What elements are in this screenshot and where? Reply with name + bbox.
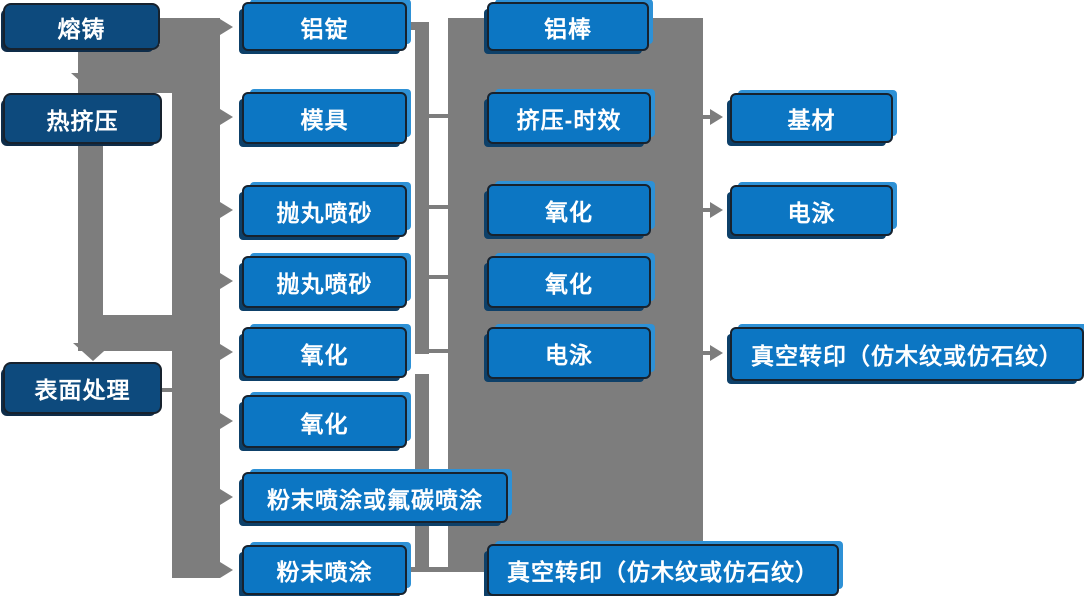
connector-stub-ingot [404, 22, 416, 30]
connector-stub-row4 [429, 275, 448, 279]
arrow-tail-substrate [702, 115, 711, 119]
node-vacuum-transfer-print-1: 真空转印（仿木纹或仿石纹） [487, 544, 839, 596]
arrow-right-ingot-icon [220, 19, 233, 35]
connector-bar-middle-top [415, 22, 429, 354]
node-oxidation-3: 氧化 [487, 184, 651, 236]
arrow-right-shotblast2-icon [220, 273, 233, 289]
arrow-down-to-surface-treatment-icon [73, 343, 113, 361]
arrow-right-shotblast1-icon [220, 202, 233, 218]
connector-surface-link [162, 388, 174, 392]
node-shot-blasting-1: 抛丸喷砂 [242, 185, 407, 237]
node-oxidation-2: 氧化 [242, 395, 407, 448]
arrow-right-mold-icon [220, 109, 233, 125]
arrow-right-electrophoresis-icon [710, 202, 723, 218]
node-vacuum-transfer-print-2: 真空转印（仿木纹或仿石纹） [730, 327, 1084, 381]
arrow-right-vacuum-print-icon [710, 345, 723, 361]
node-electrophoresis-1: 电泳 [487, 327, 651, 379]
arrow-right-powder-icon [220, 562, 233, 578]
node-substrate: 基材 [730, 93, 893, 143]
node-melting-casting: 熔铸 [3, 3, 160, 50]
node-extrusion-aging: 挤压-时效 [487, 92, 651, 144]
arrow-right-oxidation2-icon [220, 413, 233, 429]
arrow-down-to-hot-extrusion-icon [71, 73, 111, 91]
node-mold: 模具 [242, 92, 407, 144]
node-powder-or-fluorocarbon-coating: 粉末喷涂或氟碳喷涂 [242, 472, 508, 523]
connector-stub-bottom [404, 567, 448, 572]
arrow-tail-electrophoresis [702, 208, 711, 212]
arrow-right-oxidation1-icon [220, 344, 233, 360]
node-aluminum-rod: 铝棒 [487, 2, 649, 51]
connector-band-vertical-left [172, 18, 220, 578]
node-shot-blasting-2: 抛丸喷砂 [242, 256, 407, 308]
node-oxidation-1: 氧化 [242, 327, 407, 378]
connector-stub-row2 [429, 114, 448, 118]
connector-stub-row5 [429, 349, 448, 353]
node-powder-coating: 粉末喷涂 [242, 545, 407, 595]
node-aluminum-ingot: 铝锭 [242, 2, 407, 51]
arrow-tail-vacuum-print [702, 351, 711, 355]
arrow-right-powder-fluoro-icon [220, 489, 233, 505]
connector-stub-row3 [429, 205, 448, 209]
node-surface-treatment: 表面处理 [3, 362, 162, 414]
node-electrophoresis-2: 电泳 [730, 185, 893, 236]
node-oxidation-4: 氧化 [487, 256, 651, 308]
node-hot-extrusion: 热挤压 [3, 93, 162, 144]
arrow-right-substrate-icon [710, 109, 723, 125]
